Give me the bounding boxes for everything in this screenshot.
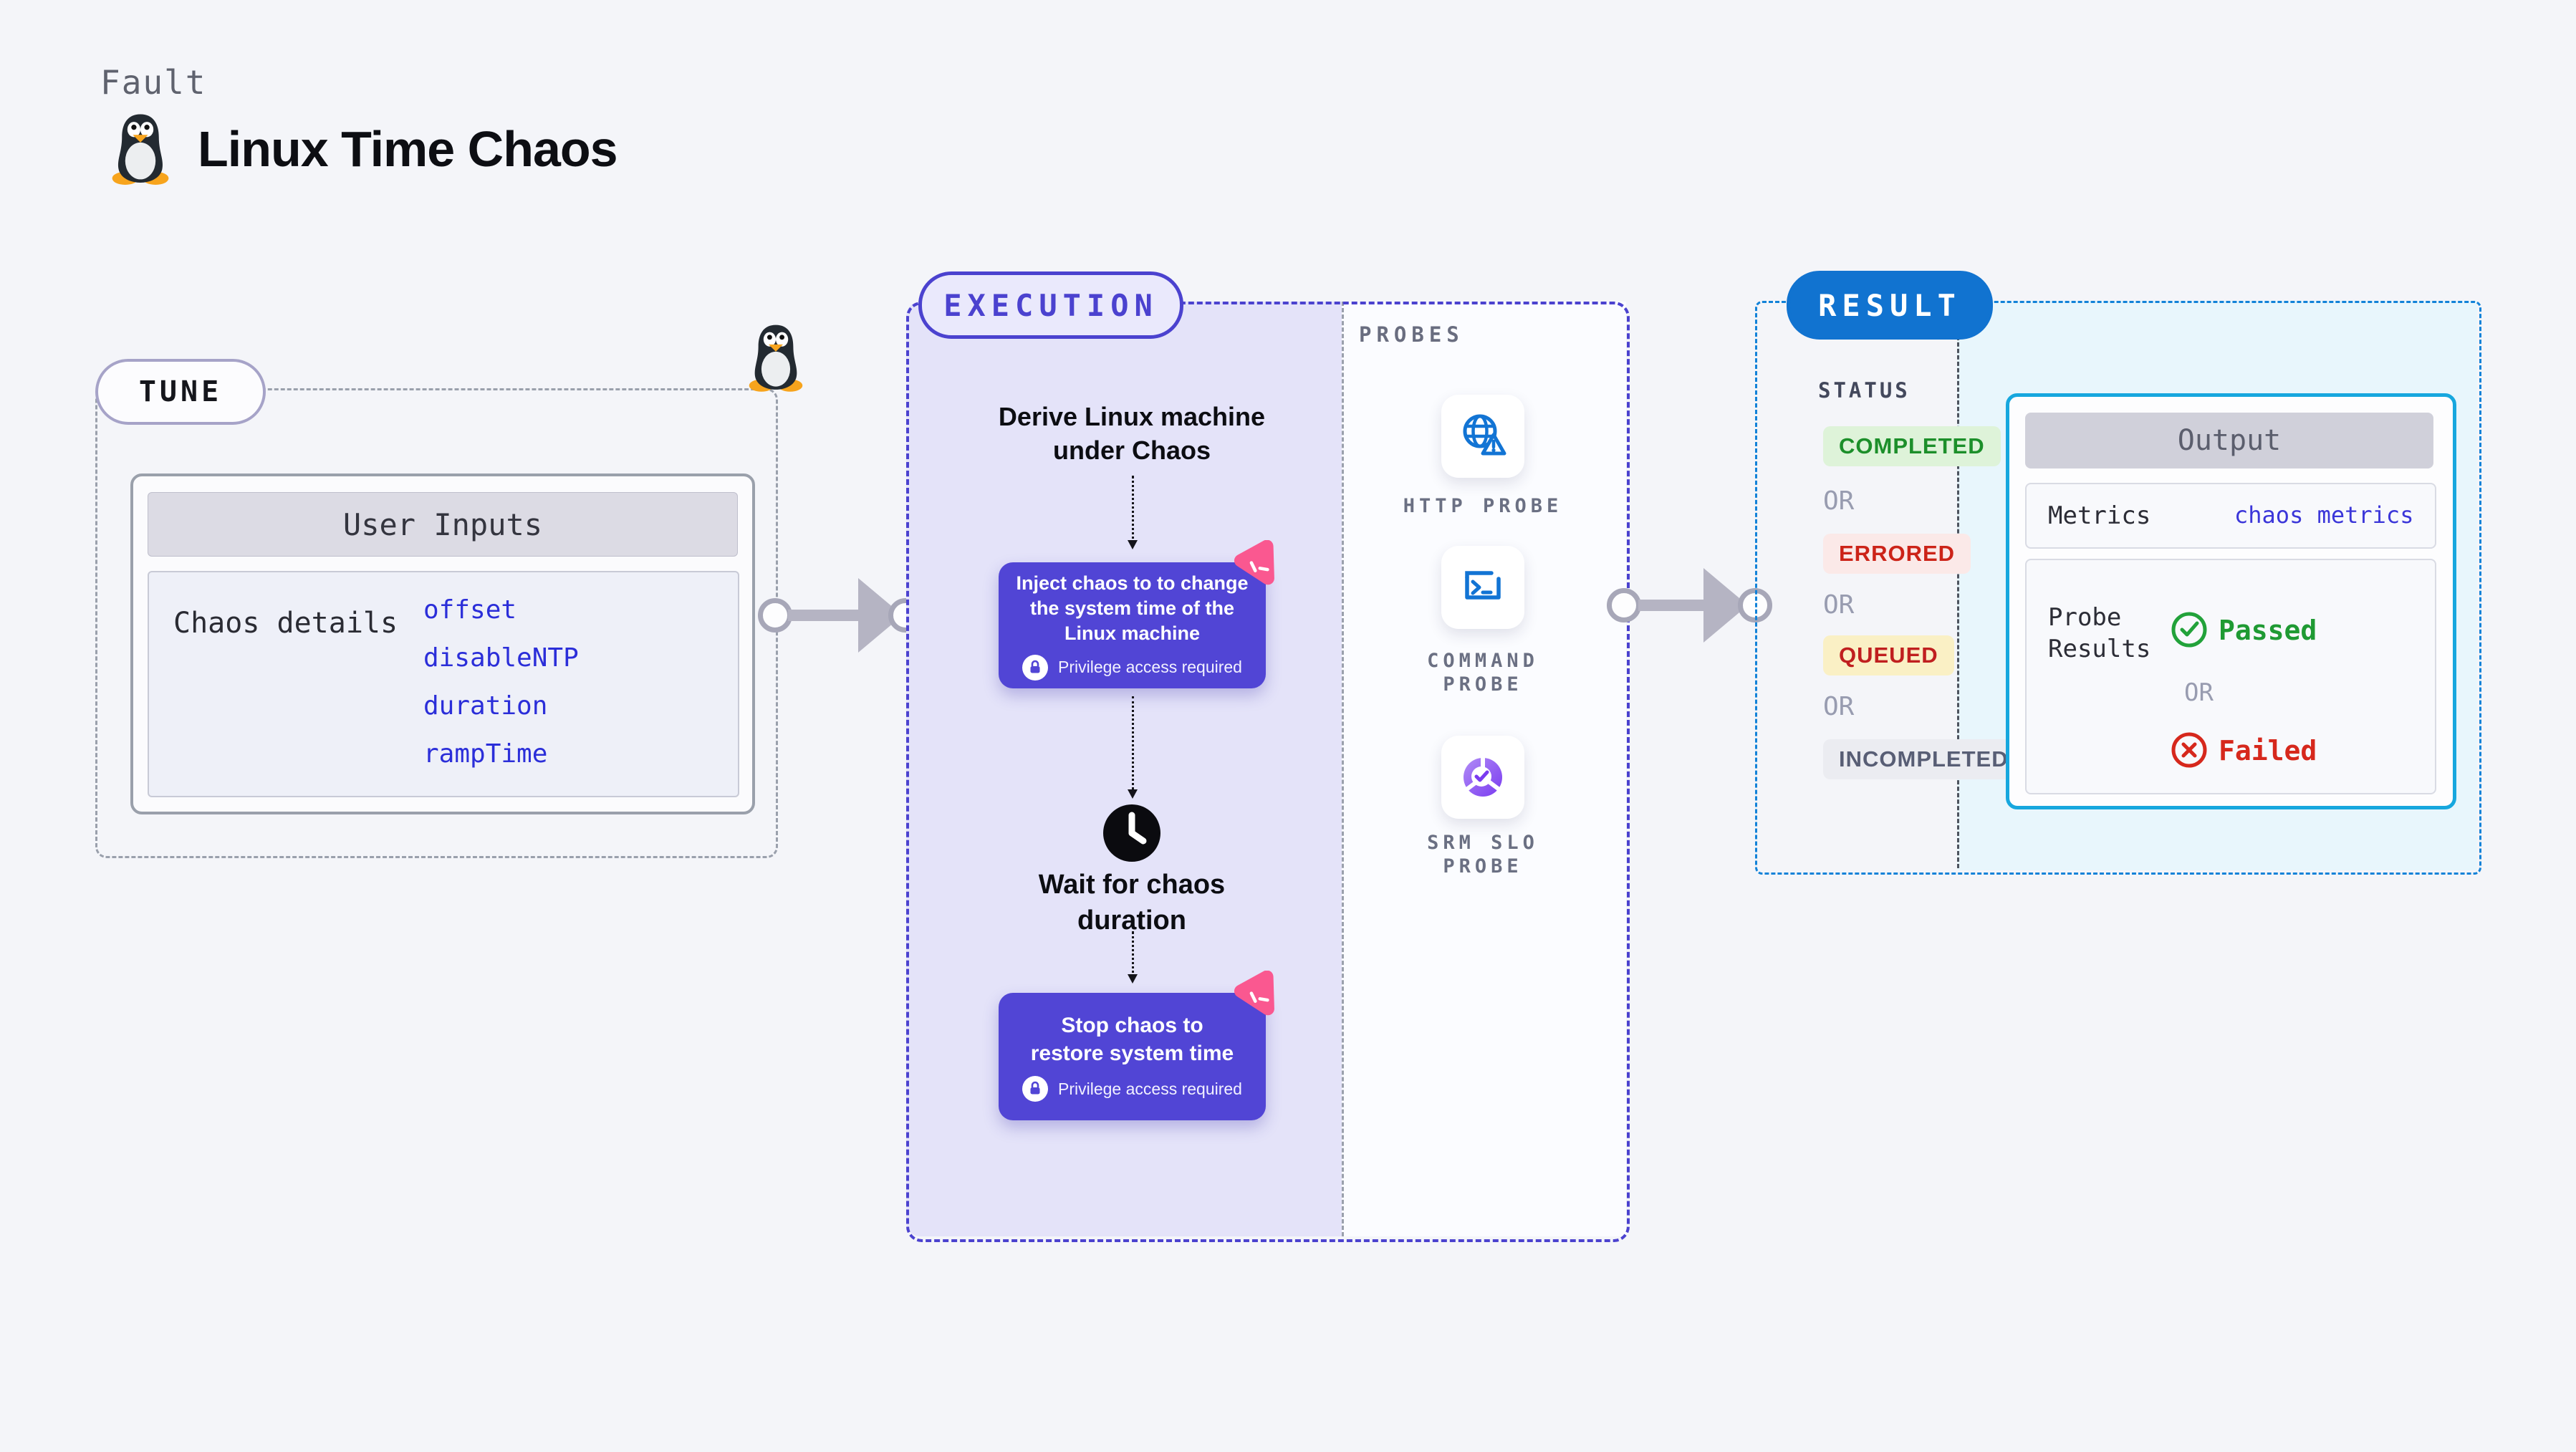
metrics-label: Metrics — [2048, 501, 2151, 530]
status-chip-errored: ERRORED — [1823, 534, 1971, 574]
flow-arrow-2 — [1128, 696, 1138, 799]
status-chip-incompleted: INCOMPLETED — [1823, 739, 2024, 779]
user-inputs-body: Chaos details offset disableNTP duration… — [148, 571, 739, 797]
inject-chaos-step: Inject chaos to to change the system tim… — [999, 562, 1266, 688]
tux-penguin-small-icon — [749, 324, 803, 392]
param-ramptime[interactable]: rampTime — [423, 739, 548, 769]
probes-title: PROBES — [1359, 322, 1464, 347]
status-title: STATUS — [1818, 378, 1911, 403]
result-badge: RESULT — [1787, 271, 1993, 340]
execution-region — [906, 302, 1630, 1242]
inject-line1: Inject chaos to to change — [1016, 572, 1249, 594]
globe-alert-icon — [1463, 414, 1506, 456]
probe-results-label-line2: Results — [2048, 635, 2151, 663]
chaos-details-label: Chaos details — [173, 607, 398, 640]
result-separator — [1957, 304, 1959, 868]
user-inputs-title: User Inputs — [148, 492, 738, 557]
clock-icon — [1103, 804, 1160, 862]
chaos-fault-icon — [1234, 540, 1274, 585]
param-offset[interactable]: offset — [423, 595, 517, 625]
inject-line3: Linux machine — [1064, 622, 1201, 644]
arrow-start-node — [1607, 588, 1641, 622]
inject-line2: the system time of the — [1029, 597, 1235, 619]
or-label: OR — [1823, 692, 1855, 721]
arrow-tune-exec-shaft — [788, 610, 860, 621]
flow-arrow-3 — [1128, 931, 1138, 984]
output-card: Output Metrics chaos metrics Probe Resul… — [2006, 393, 2456, 809]
chaos-metrics-link[interactable]: chaos metrics — [2234, 501, 2414, 529]
passed-label: Passed — [2219, 615, 2317, 646]
execution-badge: EXECUTION — [918, 271, 1183, 339]
fault-eyebrow: Fault — [100, 63, 207, 102]
stop-line1: Stop chaos to — [1061, 1014, 1203, 1037]
result-region — [1755, 301, 2481, 875]
failed-x-icon — [2171, 732, 2207, 768]
http-probe-label: HTTP PROBE — [1403, 495, 1563, 517]
inject-privilege-note: Privilege access required — [1058, 658, 1242, 676]
linux-tux-icon — [112, 114, 169, 185]
status-chip-completed: COMPLETED — [1823, 426, 2001, 466]
command-probe-label-line2: PROBE — [1443, 673, 1523, 696]
or-label: OR — [1823, 486, 1855, 516]
failed-label: Failed — [2219, 735, 2317, 766]
lock-icon — [1022, 1076, 1049, 1102]
tune-badge: TUNE — [95, 359, 266, 425]
param-disablentp[interactable]: disableNTP — [423, 643, 579, 673]
srm-probe-label-line2: PROBE — [1443, 855, 1523, 878]
metrics-row: Metrics chaos metrics — [2025, 483, 2436, 549]
or-label: OR — [1823, 590, 1855, 620]
page-title: Linux Time Chaos — [198, 121, 618, 177]
command-probe-label-line1: COMMAND — [1427, 650, 1539, 672]
user-inputs-card: User Inputs Chaos details offset disable… — [130, 473, 755, 814]
wait-text-line2: duration — [1077, 905, 1186, 936]
slo-donut-check-icon — [1464, 756, 1502, 797]
arrow-start-node — [758, 598, 792, 633]
output-title: Output — [2025, 413, 2433, 468]
srm-probe-label-line1: SRM SLO — [1427, 832, 1539, 854]
probe-results-row: Probe Results Passed OR Failed — [2025, 559, 2436, 794]
http-probe-card — [1441, 395, 1524, 478]
or-label: OR — [2184, 678, 2214, 707]
lock-icon — [1022, 654, 1049, 681]
command-probe-card — [1441, 546, 1524, 629]
derive-text-line1: Derive Linux machine — [998, 402, 1266, 431]
passed-check-icon — [2171, 612, 2207, 648]
stop-line2: restore system time — [1030, 1042, 1234, 1065]
param-duration[interactable]: duration — [423, 691, 548, 721]
arrow-exec-result-shaft — [1638, 600, 1706, 611]
stop-privilege-note: Privilege access required — [1058, 1079, 1242, 1098]
wait-text-line1: Wait for chaos — [1038, 870, 1226, 900]
probe-results-label-line1: Probe — [2048, 603, 2122, 632]
status-chip-queued: QUEUED — [1823, 635, 1954, 675]
stop-chaos-step: Stop chaos to restore system time Privil… — [999, 993, 1266, 1120]
derive-text-line2: under Chaos — [1052, 436, 1211, 465]
terminal-icon — [1465, 571, 1501, 600]
srm-slo-probe-card — [1441, 736, 1524, 819]
chaos-fault-icon — [1234, 971, 1274, 1016]
flow-arrow-1 — [1128, 476, 1138, 549]
